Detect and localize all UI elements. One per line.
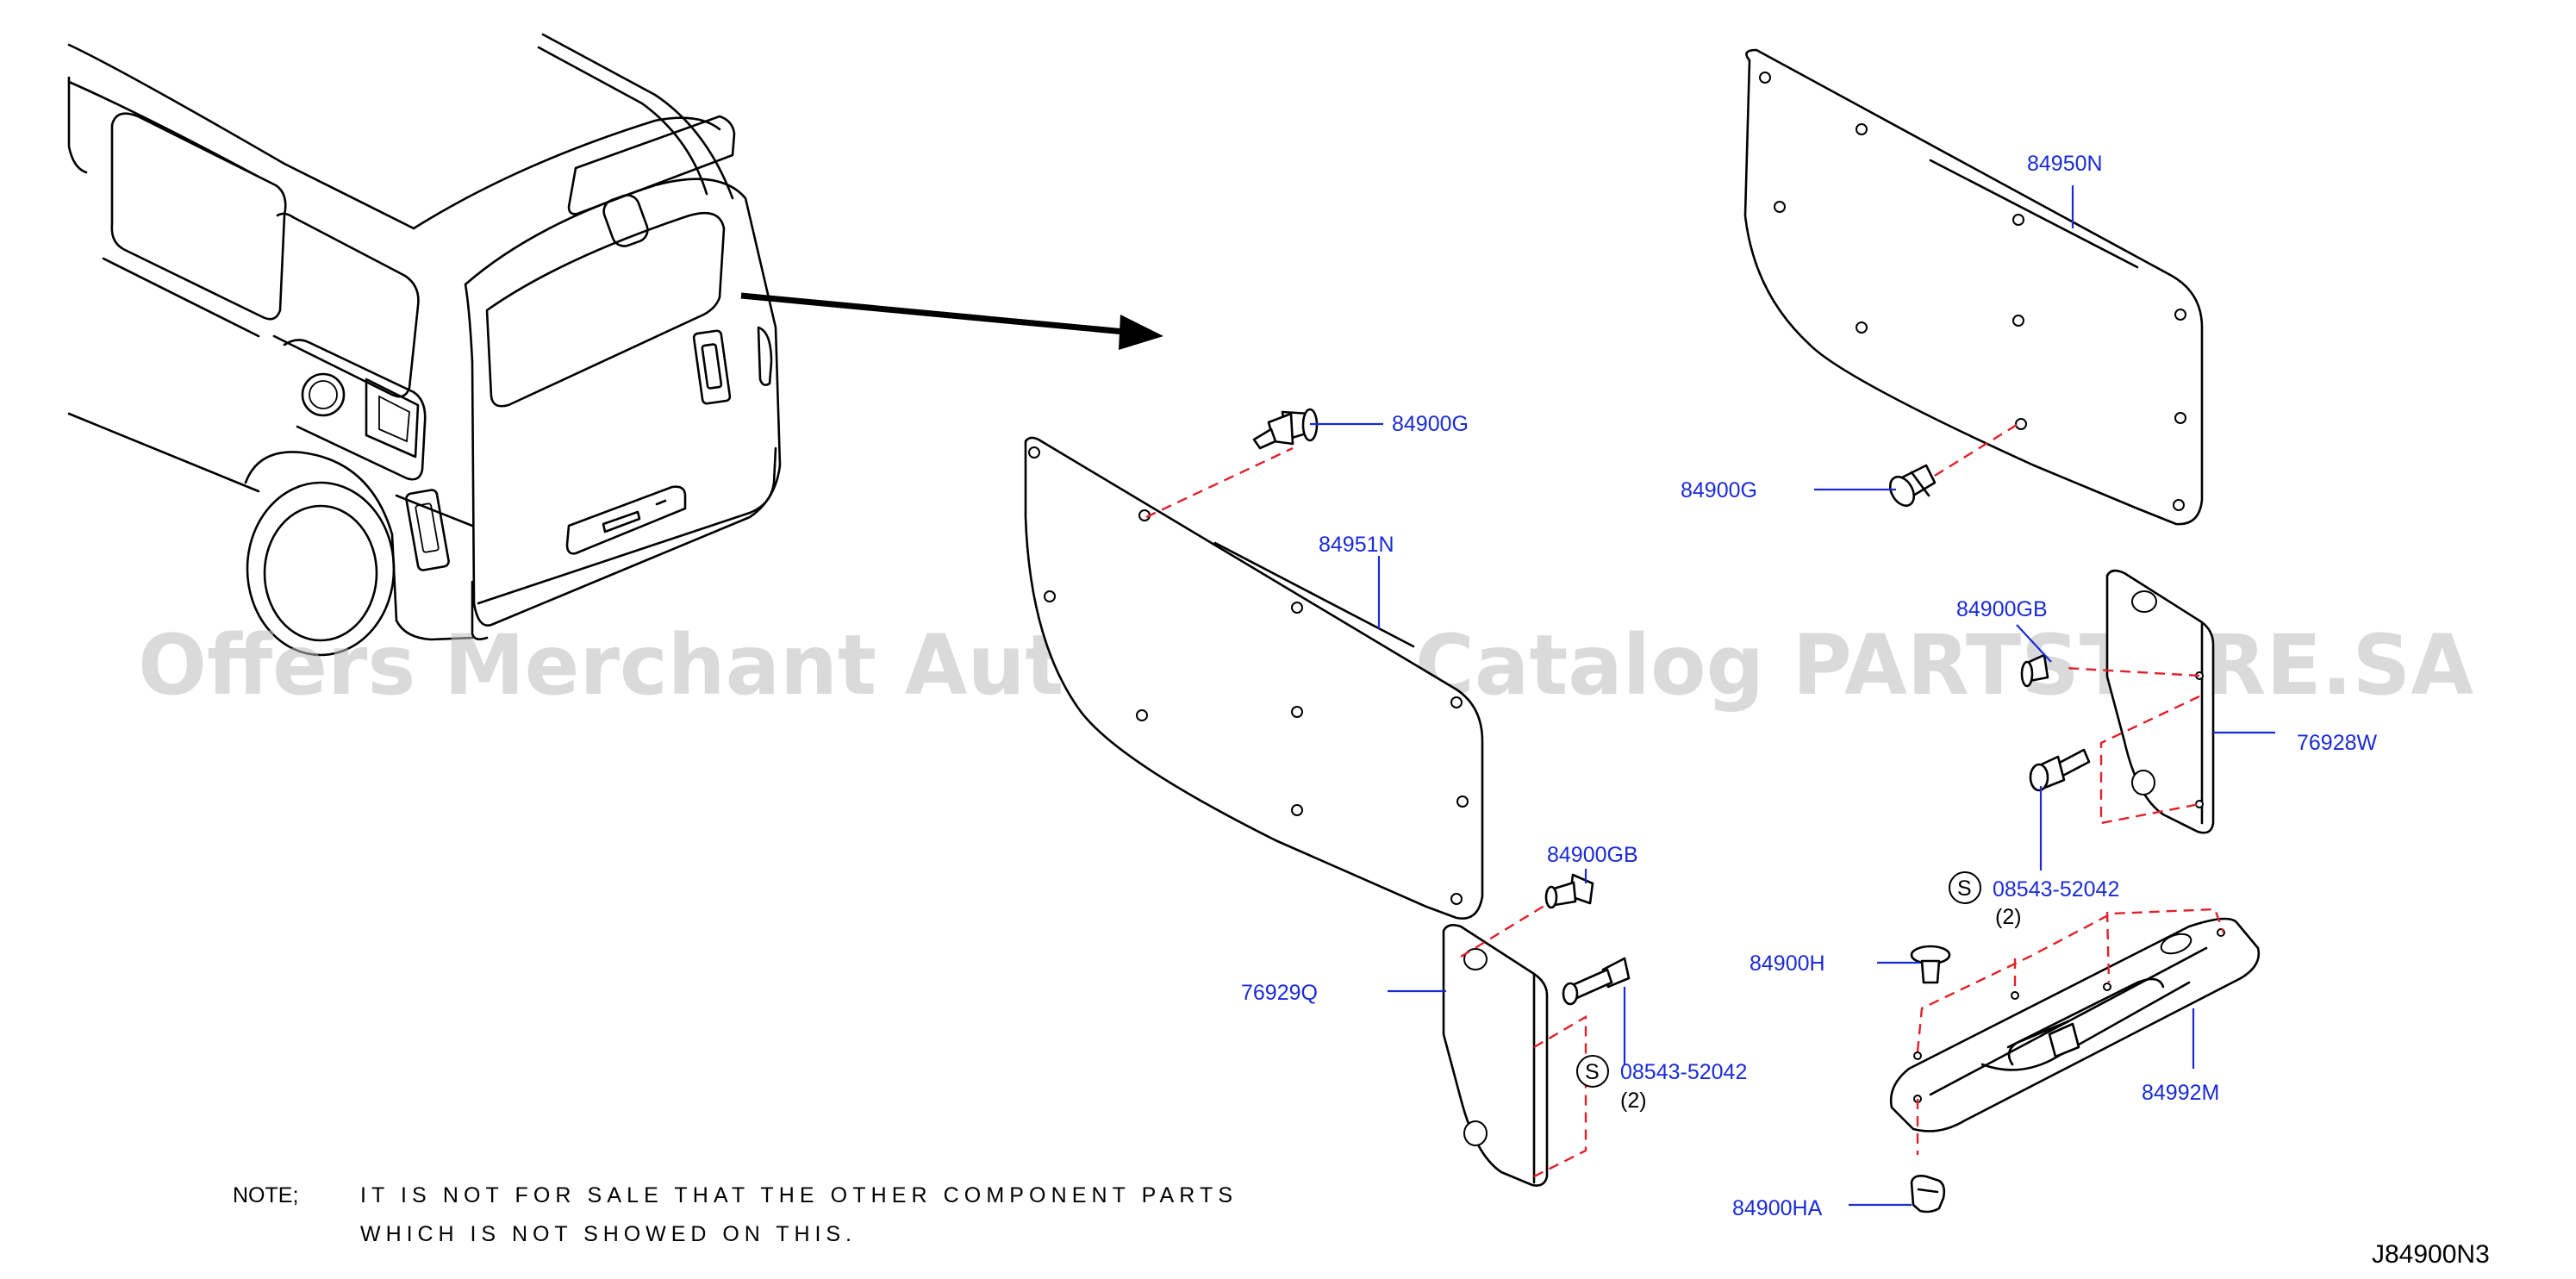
label-08543-52042-left[interactable]: 08543-52042 — [1620, 1060, 1747, 1084]
label-84992m[interactable]: 84992M — [2142, 1081, 2219, 1105]
label-76929q[interactable]: 76929Q — [1241, 981, 1318, 1005]
diagram-code: J84900N3 — [2372, 1240, 2490, 1269]
svg-text:S: S — [1957, 877, 1972, 901]
bracket-76928w — [2105, 569, 2215, 834]
clip-84900g-left — [1145, 408, 1319, 519]
qty-right: (2) — [1995, 905, 2022, 929]
label-84951n[interactable]: 84951N — [1319, 533, 1394, 557]
clip-84900h — [1910, 908, 2225, 1155]
label-84900h[interactable]: 84900H — [1750, 951, 1825, 976]
label-84900g-top[interactable]: 84900G — [1392, 412, 1469, 436]
leader-lines — [1310, 185, 2275, 1207]
label-84900ha[interactable]: 84900HA — [1732, 1196, 1823, 1220]
label-84950n[interactable]: 84950N — [2027, 152, 2103, 176]
label-08543-52042-right[interactable]: 08543-52042 — [1993, 877, 2119, 902]
tray-84992m — [1889, 917, 2261, 1132]
note-line-1: IT IS NOT FOR SALE THAT THE OTHER COMPON… — [360, 1183, 1232, 1207]
label-76928w[interactable]: 76928W — [2297, 731, 2378, 755]
qty-left: (2) — [1620, 1089, 1647, 1113]
bolt-08543-right — [2029, 695, 2200, 825]
label-84900gb-left[interactable]: 84900GB — [1547, 843, 1638, 867]
direction-arrow — [740, 292, 1163, 350]
panel-84950n — [1743, 48, 2204, 526]
label-84900g-left[interactable]: 84900G — [1681, 478, 1757, 502]
clip-84900ha — [1910, 1175, 1946, 1213]
clip-84900g-upper — [1888, 423, 2018, 508]
bracket-76929q — [1442, 924, 1549, 1187]
panel-84951n — [1024, 436, 1484, 920]
note-line-2: WHICH IS NOT SHOWED ON THIS. — [360, 1222, 851, 1246]
note-prefix: NOTE; — [233, 1183, 298, 1207]
svg-text:S: S — [1585, 1060, 1600, 1084]
note: NOTE; IT IS NOT FOR SALE THAT THE OTHER … — [233, 1183, 1232, 1246]
s-symbol-right: S — [1949, 871, 1981, 904]
clip-84900gb-right — [2020, 653, 2200, 688]
van-illustration — [67, 33, 782, 657]
clip-84900gb-left — [1460, 873, 1594, 958]
label-84900gb-right[interactable]: 84900GB — [1956, 597, 2048, 621]
s-symbol-left: S — [1576, 1055, 1609, 1088]
